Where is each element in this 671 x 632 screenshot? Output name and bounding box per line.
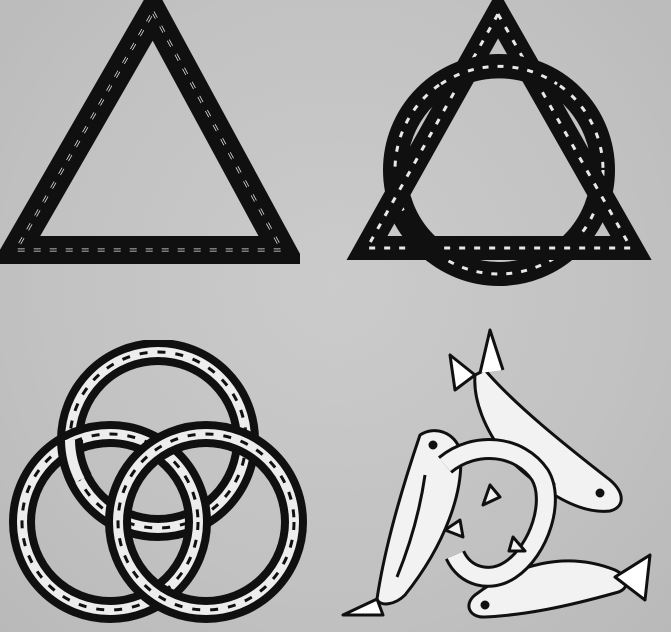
borromean-rings-icon <box>0 340 320 632</box>
triangle-interlaced-circle-icon <box>345 0 671 290</box>
rope-triangle-icon <box>0 0 300 270</box>
three-fish-trinity-icon <box>325 315 671 632</box>
